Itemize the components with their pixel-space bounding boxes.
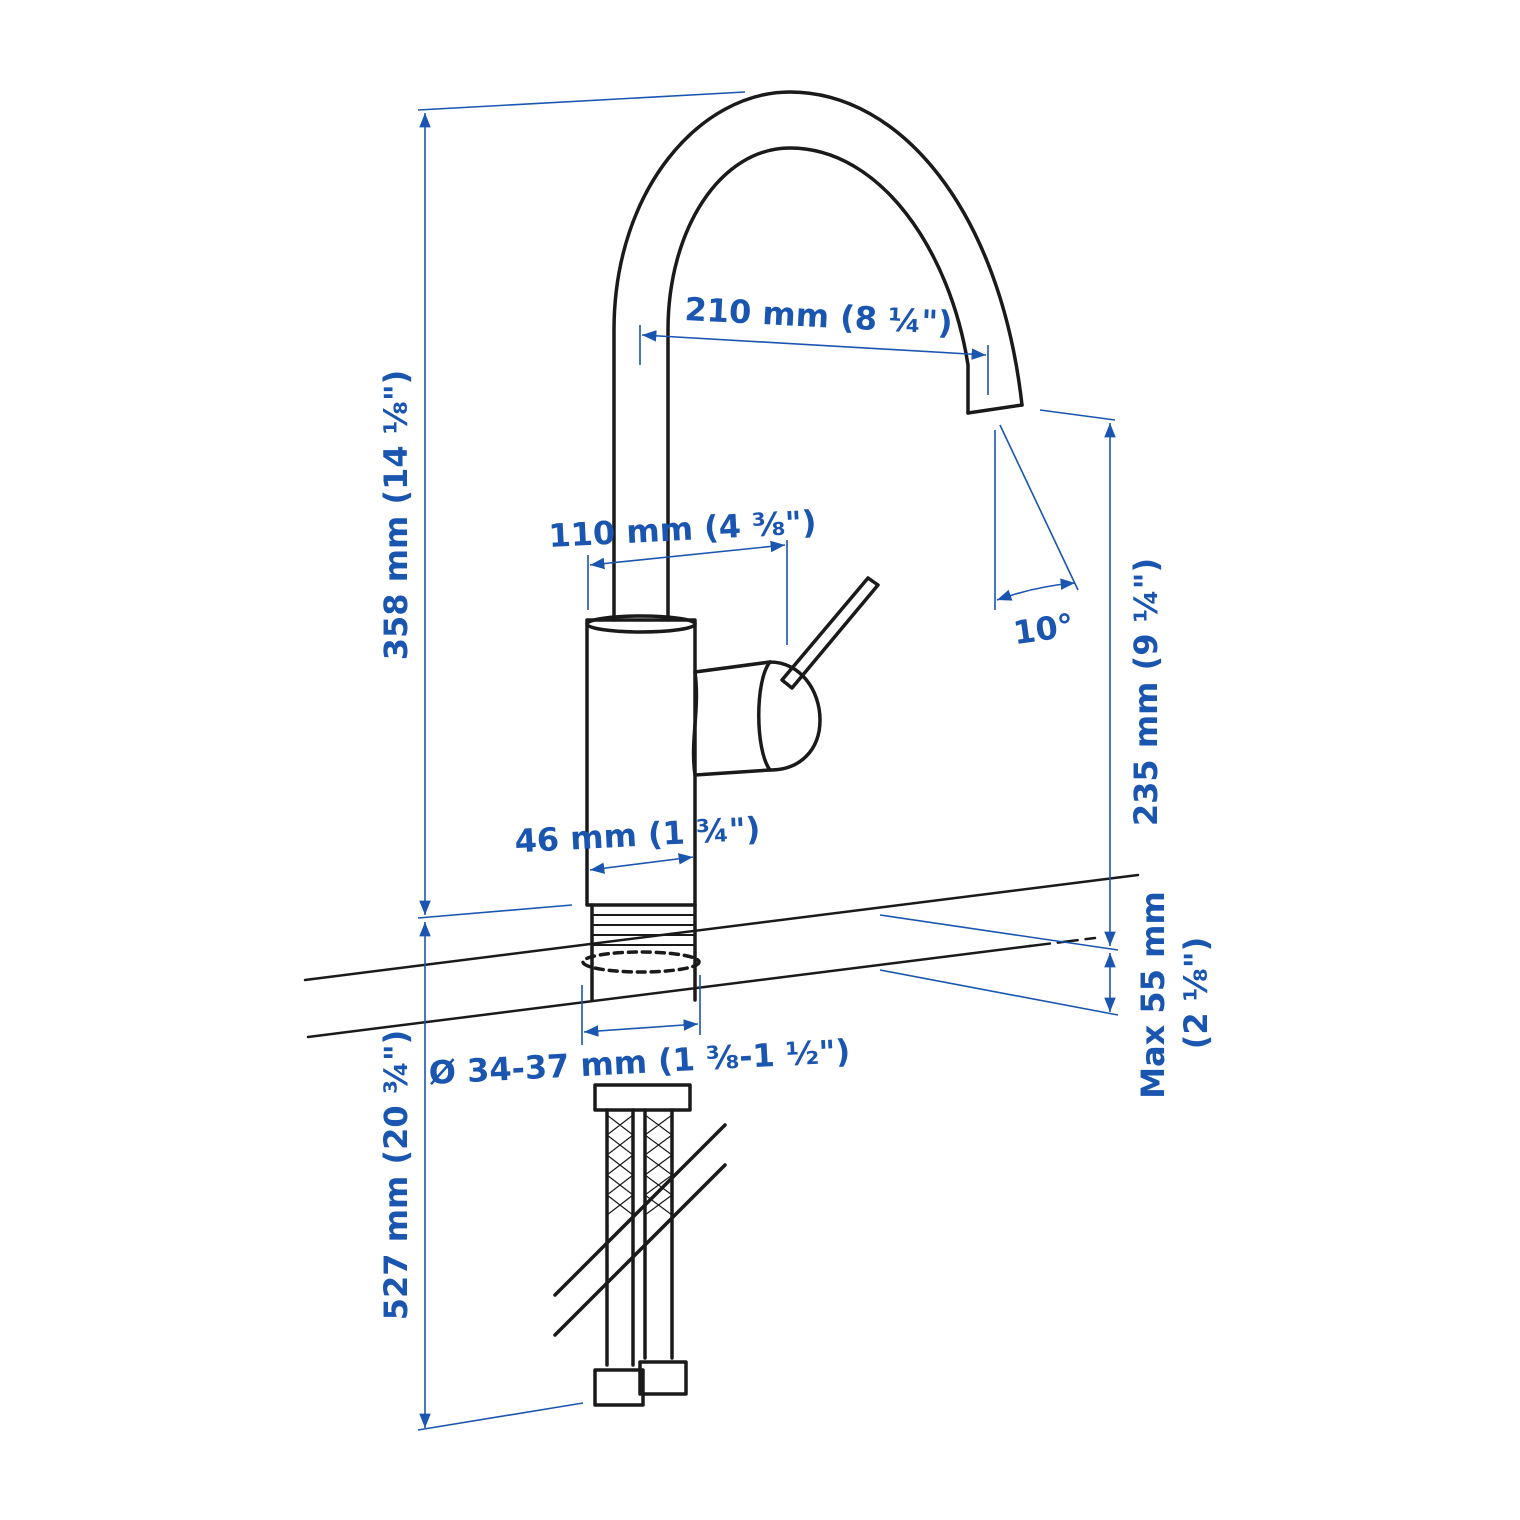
- mounting-nut: [593, 1083, 692, 1112]
- hose-braid: [606, 1114, 673, 1216]
- threads: [591, 914, 696, 946]
- countertop-bottom: [306, 944, 1032, 1039]
- spout-height-label: 235 mm (9 ¼"): [1127, 558, 1165, 826]
- fitting-left: [593, 1368, 645, 1407]
- countertop-top: [303, 873, 1140, 982]
- total-height-label: 358 mm (14 ⅛"): [377, 370, 415, 660]
- handle-reach-label: 110 mm (4 ⅜"): [548, 503, 818, 555]
- hose-left: [605, 1108, 635, 1367]
- body-top: [585, 614, 697, 634]
- spout-reach-label: 210 mm (8 ¼"): [684, 290, 954, 342]
- dimension-lines: [417, 91, 1119, 1431]
- max-thickness-inch-label: (2 ⅛"): [1177, 937, 1215, 1049]
- hole-diameter-label: Ø 34-37 mm (1 ⅜-1 ½"): [428, 1032, 851, 1092]
- hose-right: [643, 1108, 674, 1360]
- spout-inner: [666, 146, 970, 622]
- body-diameter-label: 46 mm (1 ¾"): [514, 810, 762, 861]
- hole-outline: [581, 950, 701, 974]
- handle-face: [757, 660, 772, 772]
- cabinet-line-2: [553, 1163, 727, 1337]
- thread-area: [590, 903, 697, 1002]
- faucet-drawing: [303, 90, 1140, 1407]
- spout-tip: [966, 403, 1024, 415]
- below-counter-label: 527 mm (20 ¾"): [377, 1030, 415, 1320]
- fitting-right: [638, 1360, 688, 1396]
- lever: [780, 576, 880, 690]
- swivel-angle-label: 10°: [1011, 606, 1076, 652]
- cabinet-line-1: [553, 1123, 727, 1297]
- spout-outer: [612, 90, 1024, 622]
- max-thickness-label: Max 55 mm: [1134, 891, 1172, 1099]
- faucet-body: [585, 618, 697, 907]
